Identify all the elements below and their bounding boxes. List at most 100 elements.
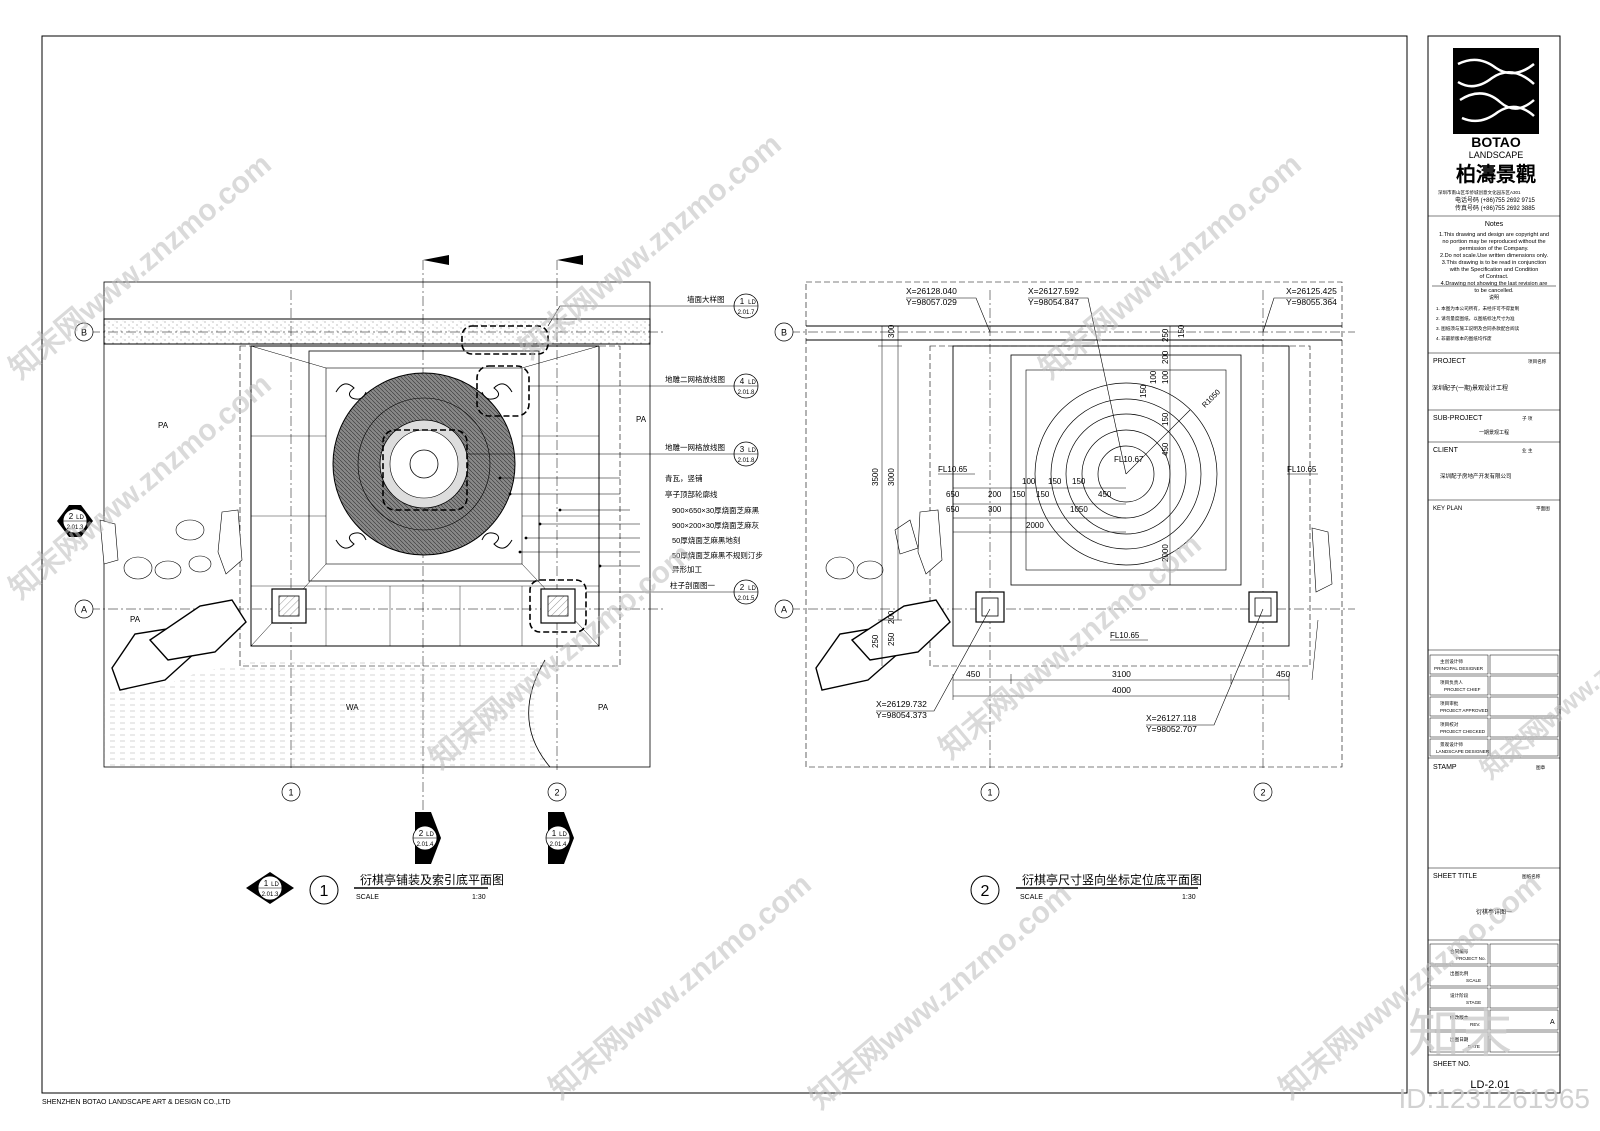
plan2-title-num: 2	[981, 883, 990, 900]
plan1-zone-pa-3: PA	[130, 615, 141, 624]
svg-text:PROJECT CHIEF: PROJECT CHIEF	[1444, 687, 1481, 692]
svg-text:PROJECT APPROVED: PROJECT APPROVED	[1440, 708, 1489, 713]
plan2-rings	[1034, 382, 1218, 566]
plan2-grid-b: B	[781, 328, 787, 338]
svg-text:300: 300	[887, 324, 896, 338]
plan1-section-bottom-2: 1 LD 2.01.4	[545, 812, 574, 864]
notes: Notes 1.This drawing and design are copy…	[1436, 221, 1549, 342]
sheet-title-label: SHEET TITLE	[1433, 873, 1477, 880]
svg-text:知末网www.znzmo.com: 知末网www.znzmo.com	[423, 538, 697, 776]
plan1-wall	[103, 318, 651, 345]
svg-text:2: 2	[69, 512, 74, 521]
svg-text:主创设计师: 主创设计师	[1440, 658, 1463, 665]
plan1-platform	[250, 345, 600, 647]
svg-text:Y=98054.847: Y=98054.847	[1028, 297, 1079, 307]
svg-text:LD: LD	[559, 832, 567, 838]
svg-text:说明: 说明	[1489, 294, 1499, 301]
svg-text:异形加工: 异形加工	[672, 564, 702, 574]
watermark-id: ID:1231261965	[1398, 1083, 1590, 1114]
svg-text:150: 150	[1048, 477, 1062, 486]
svg-text:知末网www.znzmo.com: 知末网www.znzmo.com	[1475, 577, 1600, 784]
svg-text:2.01.7: 2.01.7	[738, 310, 755, 316]
plan2-column-1	[975, 591, 1005, 623]
plan2-scale-value: 1:30	[1182, 894, 1196, 901]
sheet-title-value: 衍棋亭详图一	[1476, 908, 1512, 916]
plan2-dims-vertical-left: 300 3500 3000 250 200 250	[871, 324, 896, 648]
svg-text:3500: 3500	[871, 468, 880, 486]
company-footer: SHENZHEN BOTAO LANDSCAPE ART & DESIGN CO…	[42, 1099, 231, 1106]
svg-text:修改版本: 修改版本	[1450, 1014, 1469, 1021]
svg-text:1. 本图为本公司所有，未经许可不得复制: 1. 本图为本公司所有，未经许可不得复制	[1436, 305, 1520, 312]
svg-text:设计阶段: 设计阶段	[1450, 992, 1469, 999]
svg-text:2: 2	[740, 583, 745, 592]
svg-text:1: 1	[740, 297, 745, 306]
logo-cn: 柏濤景觀	[1456, 162, 1536, 186]
svg-text:X=26129.732: X=26129.732	[876, 699, 927, 709]
svg-text:知末网www.znzmo.com: 知末网www.znzmo.com	[3, 148, 277, 386]
plan1-corner-ornaments	[335, 383, 513, 549]
svg-text:4. 非最新版本的图纸均作废: 4. 非最新版本的图纸均作废	[1436, 335, 1492, 342]
svg-text:LANDSCAPE DESIGNER: LANDSCAPE DESIGNER	[1436, 749, 1490, 754]
svg-text:4000: 4000	[1112, 685, 1131, 695]
svg-text:150: 150	[1036, 490, 1050, 499]
svg-text:100: 100	[1161, 370, 1170, 384]
plan2-dims-vertical-mid: 150 250 200 100 100 150 150 450 2000	[1139, 324, 1186, 562]
svg-text:LD: LD	[426, 832, 434, 838]
svg-text:2.01.4: 2.01.4	[550, 842, 567, 848]
plan1-section-bottom-1: 2 LD 2.01.4	[412, 812, 441, 864]
svg-text:450: 450	[1098, 490, 1112, 499]
svg-text:300: 300	[988, 505, 1002, 514]
drawing-frame	[41, 35, 1408, 1094]
svg-text:X=26127.592: X=26127.592	[1028, 286, 1079, 296]
sheet-no-value: LD-2.01	[1470, 1079, 1509, 1091]
svg-text:2000: 2000	[1026, 521, 1044, 530]
svg-text:项目负责人: 项目负责人	[1440, 679, 1463, 686]
plan2-coordinates: X=26128.040 Y=98057.029 X=26127.592 Y=98…	[876, 286, 1337, 734]
plan1-callout-4-text: 柱子剖面图一	[670, 580, 715, 590]
keyplan-label: KEY PLAN	[1433, 506, 1462, 512]
svg-text:Y=98057.029: Y=98057.029	[906, 297, 957, 307]
svg-text:450: 450	[1276, 669, 1290, 679]
plan1-grid-a: A	[81, 605, 87, 615]
svg-text:LD: LD	[271, 882, 279, 888]
watermark-brand: 知末	[1408, 1006, 1512, 1064]
svg-text:出图比例: 出图比例	[1450, 970, 1469, 977]
svg-text:no portion may be reproduced w: no portion may be reproduced without the	[1442, 239, 1545, 245]
subproject-cn-label: 子 项	[1522, 415, 1533, 422]
plan1-grid-1: 1	[288, 788, 293, 798]
title-block-frame	[1427, 35, 1561, 1094]
plan2-column-2	[1248, 591, 1278, 623]
svg-text:650: 650	[946, 505, 960, 514]
plan1-zone-pa-4: PA	[598, 703, 609, 712]
svg-text:FL10.65: FL10.65	[1287, 465, 1317, 474]
svg-text:900×650×30厚烧面芝麻黑: 900×650×30厚烧面芝麻黑	[672, 505, 760, 515]
svg-text:2: 2	[419, 829, 424, 838]
svg-text:景观设计师: 景观设计师	[1440, 741, 1463, 748]
plan2-levels: FL10.65 FL10.67 FL10.65 FL10.65	[938, 455, 1317, 640]
svg-text:知末网www.znzmo.com: 知末网www.znzmo.com	[513, 128, 787, 366]
revision-value: A	[1550, 1019, 1555, 1026]
logo-line1: BOTAO	[1471, 134, 1521, 150]
svg-text:450: 450	[966, 669, 980, 679]
svg-text:150: 150	[1139, 384, 1148, 398]
svg-text:X=26127.118: X=26127.118	[1146, 713, 1196, 723]
plan-1: PA PA PA PA WA B A 1 2	[57, 255, 763, 905]
svg-text:to be cancelled.: to be cancelled.	[1474, 288, 1514, 294]
botao-logo: BOTAO LANDSCAPE 柏濤景觀 深圳市南山区华侨城创意文化园东区A30…	[1438, 48, 1539, 212]
svg-text:Y=98052.707: Y=98052.707	[1146, 724, 1197, 734]
svg-text:2.01.4: 2.01.4	[417, 842, 434, 848]
svg-text:LD: LD	[748, 380, 756, 386]
svg-text:150: 150	[1161, 412, 1170, 426]
subproject-label: SUB-PROJECT	[1433, 415, 1483, 422]
svg-text:150: 150	[1177, 324, 1186, 338]
svg-text:DATE: DATE	[1468, 1044, 1480, 1049]
plan2-grid-a: A	[781, 605, 787, 615]
plan1-water	[104, 660, 550, 767]
plan2-scale-label: SCALE	[1020, 894, 1043, 901]
client-label: CLIENT	[1433, 447, 1459, 454]
plan1-callout-1-text: 墙面大样图	[687, 294, 725, 304]
plan1-title: 衍棋亭铺装及索引底平面图	[360, 872, 504, 887]
svg-text:青瓦，竖铺: 青瓦，竖铺	[665, 473, 703, 483]
plan1-rocks	[99, 509, 247, 691]
